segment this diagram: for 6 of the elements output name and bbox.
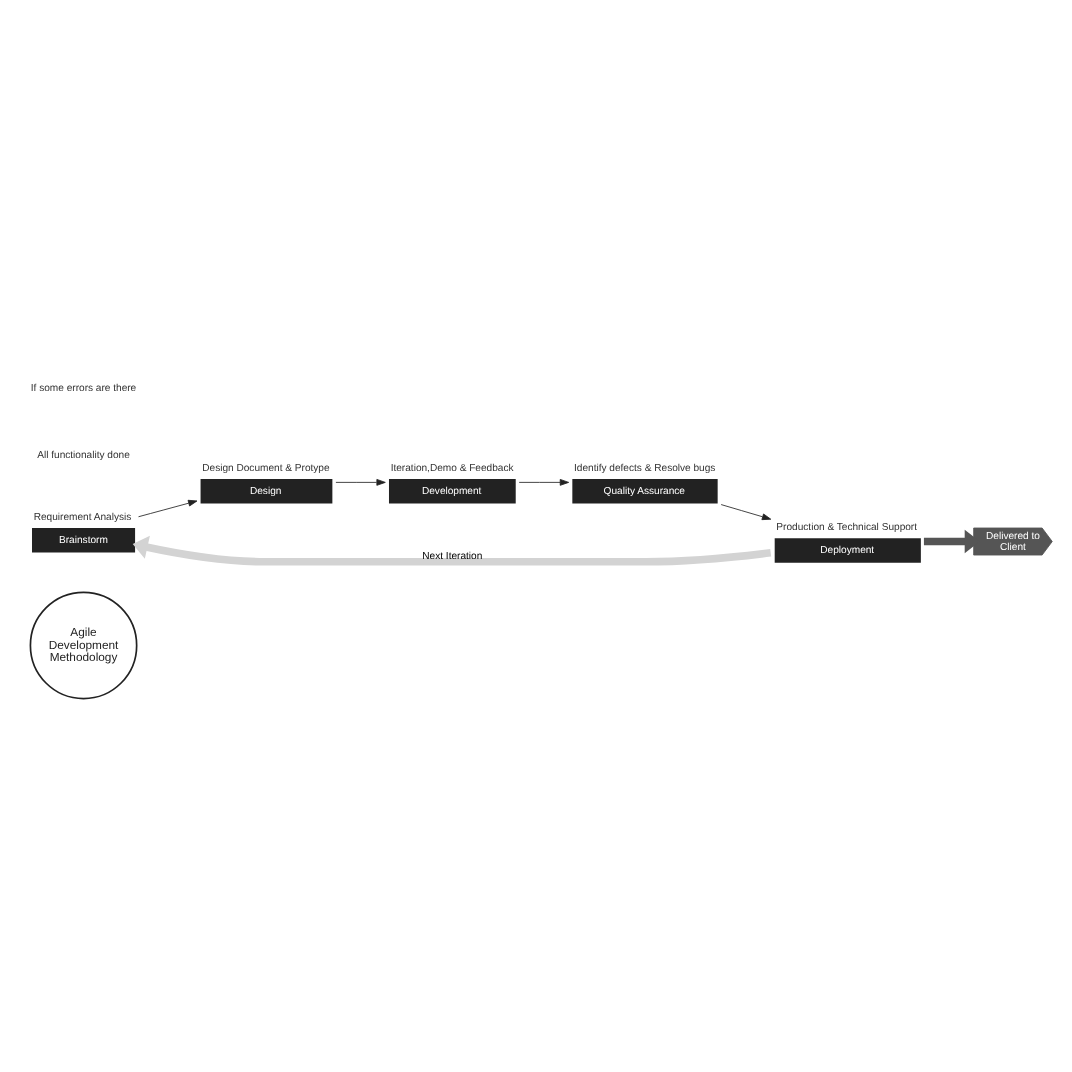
arrow (518, 479, 570, 486)
arrow (720, 504, 772, 521)
arrow (132, 535, 772, 566)
arrow (923, 529, 980, 554)
arrow (335, 479, 386, 486)
arrow (138, 499, 198, 518)
